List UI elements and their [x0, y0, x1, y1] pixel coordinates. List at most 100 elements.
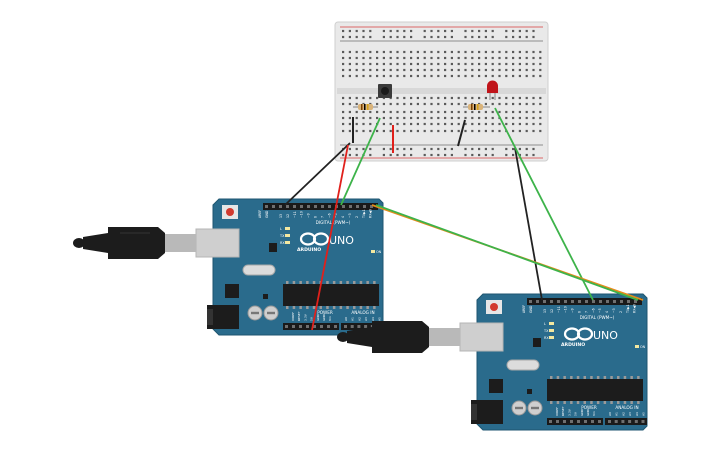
crystal: [506, 359, 540, 371]
reset-button[interactable]: [486, 300, 502, 314]
digital-pin-label: 7: [584, 311, 588, 313]
digital-pin-label: ~10: [300, 211, 304, 218]
wire-black-bb-to-arduino1: [284, 142, 351, 206]
led-tx-label: TX: [543, 329, 549, 333]
regulator: [225, 284, 239, 298]
power-pin-label: 5V: [574, 411, 578, 416]
analog-header[interactable]: [605, 418, 647, 425]
digital-pin-label: TX▶1: [626, 304, 630, 314]
analog-pin-label: A2: [357, 317, 361, 321]
digital-pin-label: ~5: [334, 213, 338, 218]
arduino-logo-icon: [299, 232, 330, 246]
power-jack[interactable]: [471, 400, 503, 424]
breadboard[interactable]: [334, 21, 549, 162]
analog-pin-label: A5: [642, 412, 646, 416]
power-jack[interactable]: [207, 305, 239, 329]
reset-button[interactable]: [222, 205, 238, 219]
led-red[interactable]: [487, 80, 498, 101]
resistor-1: [353, 104, 378, 110]
digital-pin-label: TX▶1: [362, 209, 366, 219]
analog-pin-label: A0: [608, 412, 612, 416]
analog-pin-label: A2: [621, 412, 625, 416]
capacitor: [263, 305, 279, 321]
digital-pin-label: ~11: [293, 211, 297, 218]
jumper-black-2: [457, 119, 466, 147]
capacitor: [511, 400, 527, 416]
digital-header[interactable]: [263, 203, 378, 210]
usb-cable-1[interactable]: [73, 227, 240, 259]
led-tx-label: TX: [279, 234, 285, 238]
capacitor: [247, 305, 263, 321]
usb-cable-2[interactable]: [337, 321, 504, 353]
wire-green-serial-2: [375, 204, 639, 301]
analog-pin-label: A4: [635, 412, 639, 416]
atmega-chip: [283, 281, 379, 309]
digital-pin-label: ~9: [307, 213, 311, 218]
led-rx-label: RX: [544, 336, 549, 340]
power-pin-label: IOREF: [291, 312, 295, 321]
breadboard-holes: [342, 29, 542, 157]
chip-small: [533, 338, 541, 347]
aref-label: AREF: [258, 210, 262, 218]
digital-pin-label: ~11: [557, 306, 561, 313]
aref-label: AREF: [522, 305, 526, 313]
digital-label: DIGITAL (PWM~): [580, 315, 615, 320]
led-rx-label: RX: [280, 241, 285, 245]
power-label: POWER: [581, 405, 597, 410]
power-pin-label: Vin: [328, 316, 332, 321]
analog-pin-label: A1: [615, 412, 619, 416]
on-label: ON: [640, 345, 646, 349]
power-pin-label: GND: [586, 408, 590, 416]
model-label: UNO: [329, 234, 354, 247]
digital-pin-label: ~6: [327, 213, 331, 218]
capacitor: [527, 400, 543, 416]
power-pin-label: RESET: [297, 311, 301, 321]
analog-pin-label: A0: [344, 317, 348, 321]
analog-pin-label: A3: [364, 317, 368, 321]
power-pin-label: IOREF: [555, 407, 559, 416]
chip-small: [269, 243, 277, 252]
analog-label: ANALOG IN: [615, 405, 638, 410]
analog-pin-label: A1: [351, 317, 355, 321]
pushbutton[interactable]: [378, 84, 392, 98]
digital-pin-label: RX◀0: [369, 209, 373, 218]
wire-green-bb-to-arduino1: [340, 117, 381, 206]
wire-green-bb-to-arduino2: [494, 107, 594, 301]
digital-pin-label: 8: [314, 216, 318, 218]
power-pin-label: GND: [316, 313, 320, 321]
power-header[interactable]: [547, 418, 603, 425]
digital-pin-label: ~10: [564, 306, 568, 313]
power-pin-label: GND: [580, 408, 584, 416]
digital-pin-label: 12: [550, 309, 554, 313]
digital-pin-label: ~3: [348, 213, 352, 218]
digital-pin-label: 4: [341, 216, 345, 218]
power-label: POWER: [317, 310, 333, 315]
analog-pin-label: A5: [378, 317, 382, 321]
digital-pin-label: 13: [543, 309, 547, 313]
crystal: [242, 264, 276, 276]
arduino-logo-icon: [563, 327, 594, 341]
power-pin-label: 3.3V: [567, 408, 571, 416]
digital-pin-label: 13: [279, 214, 283, 218]
resistor-2: [463, 104, 490, 110]
digital-pin-label: RX◀0: [633, 304, 637, 313]
wire-black-bb-to-arduino2: [514, 147, 543, 301]
digital-header[interactable]: [527, 298, 642, 305]
power-pin-label: Vin: [592, 411, 596, 416]
on-label: ON: [376, 250, 382, 254]
brand-label: ARDUINO: [297, 247, 321, 253]
digital-pin-label: 8: [578, 311, 582, 313]
atmega-chip: [547, 376, 643, 404]
digital-pin-label: 4: [605, 311, 609, 313]
led-l-label: L: [544, 322, 546, 326]
digital-pin-label: 2: [619, 311, 623, 313]
wires: [284, 107, 644, 331]
power-header[interactable]: [283, 323, 339, 330]
power-pin-label: GND: [322, 313, 326, 321]
led-l-label: L: [280, 227, 282, 231]
wire-red-bb-to-arduino1-5v: [311, 144, 349, 331]
power-pin-label: 3.3V: [303, 313, 307, 321]
